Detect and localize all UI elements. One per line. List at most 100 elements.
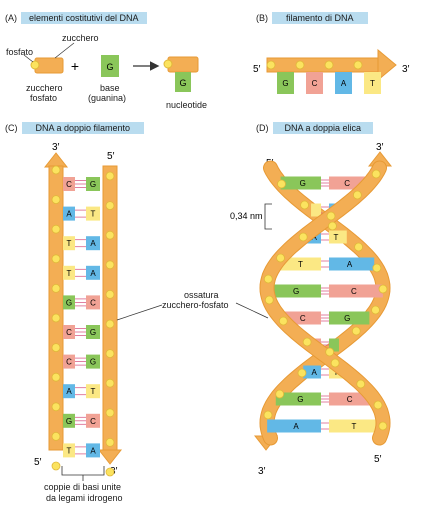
ladder-base-right-letter: C bbox=[90, 298, 96, 307]
helix-back-phosphate-dot bbox=[372, 263, 382, 273]
panel-d-title: (D)DNA a doppia elica bbox=[256, 122, 374, 134]
ladder-left-phosphate-dot bbox=[51, 343, 61, 353]
label-zucchero-fosfato-line2: fosfato bbox=[30, 93, 58, 103]
helix-base-right bbox=[329, 284, 383, 298]
helix-back-phosphate-dot bbox=[371, 305, 380, 315]
ladder-base-left bbox=[63, 265, 75, 280]
ladder-right-phosphate-dot bbox=[105, 289, 115, 299]
ladder-left-phosphate-dot bbox=[51, 461, 61, 471]
ladder-left-phosphate-dot bbox=[51, 224, 61, 234]
helix-base-left bbox=[267, 419, 321, 433]
helix-base-right bbox=[329, 311, 370, 325]
panel-a: + G G bbox=[23, 42, 199, 92]
panel-a-title: (A) elementi costitutivi del DNA bbox=[5, 12, 147, 24]
strand-b-base-letter: G bbox=[282, 79, 288, 88]
strand-b-base-letter: A bbox=[341, 79, 347, 88]
ladder-left-phosphate-dot bbox=[51, 165, 61, 175]
ladder-base-right-letter: G bbox=[90, 180, 96, 189]
ladder-right-phosphate-dot bbox=[105, 349, 115, 359]
ladder-base-left-letter: C bbox=[66, 328, 72, 337]
helix-base-left-letter: G bbox=[300, 179, 306, 188]
strand-b-base bbox=[277, 72, 294, 94]
ladder-right-phosphate-dot bbox=[105, 319, 115, 329]
nucleotide-sugar bbox=[167, 56, 199, 73]
ladder-base-left-letter: G bbox=[66, 417, 72, 426]
ladder-base-right-letter: C bbox=[90, 417, 96, 426]
ladder-right-phosphate-dot bbox=[105, 378, 115, 388]
ladder-base-right bbox=[86, 236, 100, 251]
panel-a-letter: (A) bbox=[5, 13, 17, 23]
helix-base-right-letter: T bbox=[333, 233, 338, 242]
helix-front-phosphate-dot bbox=[298, 232, 308, 242]
strand-c-left-arrowhead bbox=[43, 152, 69, 168]
ladder-left-phosphate-dot bbox=[51, 254, 61, 264]
helix-front-phosphate-dot bbox=[326, 211, 336, 221]
helix-bottom-left-label: 3′ bbox=[258, 466, 266, 477]
label-backbone-line2: zucchero-fosfato bbox=[162, 300, 229, 310]
ladder-left-phosphate-dot bbox=[51, 372, 61, 382]
panel-a-title-text: elementi costitutivi del DNA bbox=[21, 12, 147, 24]
helix-back-phosphate-dot bbox=[277, 179, 286, 189]
label-pairs-line2: da legami idrogeno bbox=[46, 493, 123, 503]
helix-base-right-letter: C bbox=[351, 287, 357, 296]
helix-back-phosphate-dot bbox=[351, 326, 361, 336]
ladder-left-phosphate-dot bbox=[51, 402, 61, 412]
ladder-base-right-letter: T bbox=[91, 210, 96, 219]
ladder-left-phosphate-dot bbox=[51, 195, 61, 205]
helix-front-phosphate-dot bbox=[378, 421, 388, 431]
helix-front-phosphate-dot bbox=[278, 316, 288, 326]
ladder-base-left-letter: A bbox=[66, 210, 72, 219]
ladder-base-right bbox=[86, 354, 100, 369]
ladder-base-left bbox=[63, 384, 75, 399]
strand-b-phosphate-dot bbox=[266, 60, 276, 70]
helix-back-phosphate-dot bbox=[378, 284, 388, 294]
ladder-base-right-letter: T bbox=[91, 387, 96, 396]
ladder-right-phosphate-dot bbox=[105, 260, 115, 270]
helix-front-phosphate-dot bbox=[330, 358, 340, 368]
label-nucleotide: nucleotide bbox=[166, 100, 208, 110]
panel-b-letter: (B) bbox=[256, 13, 268, 23]
helix-front-phosphate-dot bbox=[371, 169, 381, 179]
ladder-base-left bbox=[63, 236, 75, 251]
helix-back-phosphate-dot bbox=[328, 221, 337, 231]
ladder-base-left bbox=[63, 295, 75, 310]
ladder-base-right-letter: A bbox=[90, 269, 96, 278]
helix-base-right bbox=[329, 257, 375, 271]
spacing-label: 0,34 nm bbox=[230, 211, 263, 221]
helix-base-left bbox=[267, 284, 321, 298]
nucleotide-base-letter: G bbox=[179, 78, 186, 88]
strand-b-base bbox=[335, 72, 352, 94]
helix-base-left-letter: A bbox=[311, 368, 317, 377]
helix-base-right bbox=[329, 338, 339, 352]
strand-b-arrowhead bbox=[377, 48, 397, 82]
nucleotide-phosphate-dot bbox=[163, 59, 173, 69]
ladder-left-phosphate-dot bbox=[51, 313, 61, 323]
strand-b-phosphate-dot bbox=[353, 60, 363, 70]
label-base-line1: base bbox=[100, 83, 120, 93]
ladder-base-left-letter: C bbox=[66, 180, 72, 189]
ladder-base-right-letter: A bbox=[90, 446, 96, 455]
label-zucchero: zucchero bbox=[62, 33, 99, 43]
strand-b-base-letter: T bbox=[370, 79, 375, 88]
strand-b-base bbox=[306, 72, 323, 94]
panel-c-letter: (C) bbox=[5, 123, 18, 133]
helix-back-phosphate-dot bbox=[325, 347, 335, 357]
helix-base-right bbox=[329, 419, 383, 433]
ladder-base-right bbox=[86, 325, 100, 339]
ladder-base-right bbox=[86, 265, 100, 280]
ladder-base-right bbox=[86, 413, 100, 428]
spacing-bracket bbox=[264, 203, 272, 230]
label-pairs-line1: coppie di basi unite bbox=[44, 482, 122, 492]
strand-c-top-right-label: 5′ bbox=[107, 151, 115, 162]
backbone-pointer-right bbox=[235, 302, 269, 319]
ladder-right-phosphate-dot bbox=[105, 467, 115, 477]
panel-c-title-text: DNA a doppio filamento bbox=[21, 122, 145, 134]
helix-base-left bbox=[275, 392, 321, 406]
backbone-pointer-left bbox=[116, 304, 163, 321]
helix-base-right bbox=[329, 230, 347, 244]
strand-b-phosphate-dot bbox=[324, 60, 334, 70]
panel-b-title: (B)filamento di DNA bbox=[256, 12, 368, 24]
strand-b-5-end: 5′ bbox=[253, 64, 261, 75]
